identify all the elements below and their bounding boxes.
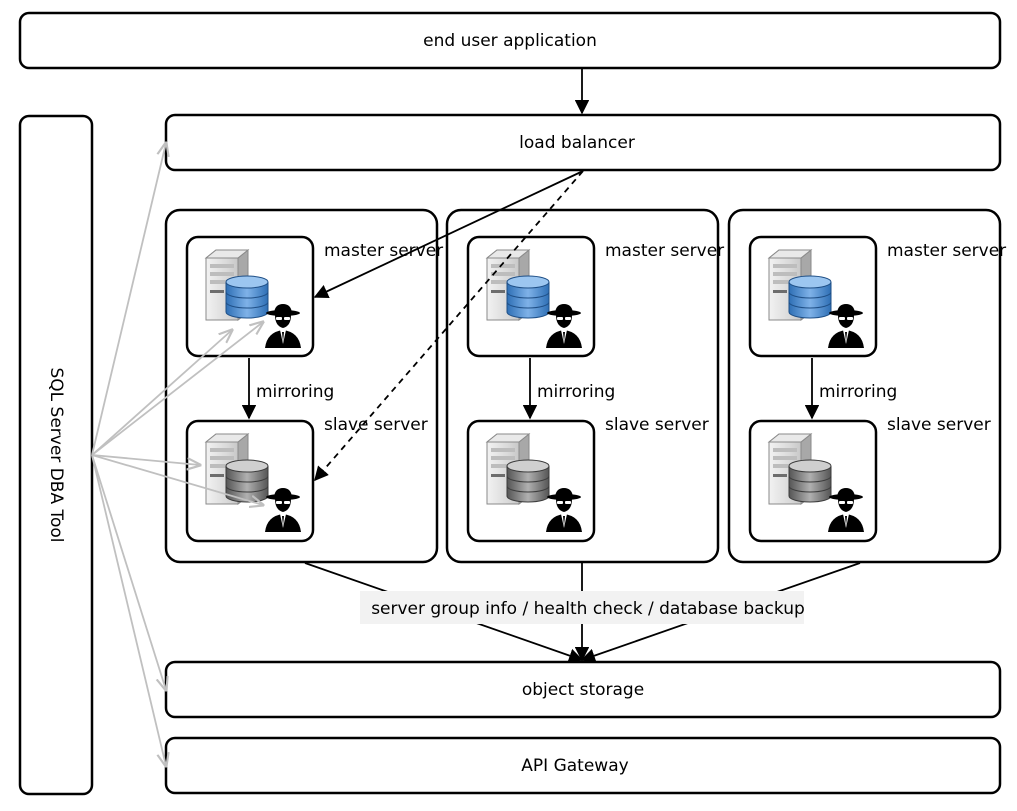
dba-tool-label: SQL Server DBA Tool <box>46 367 66 542</box>
load-balancer-label: load balancer <box>519 133 635 153</box>
dba-to-slave-arrow-1 <box>91 454 200 465</box>
slave-server-label: slave server <box>605 415 709 435</box>
slave-server-label: slave server <box>324 415 428 435</box>
master-server-label: master server <box>605 241 724 261</box>
connector-label-bg <box>360 591 804 624</box>
dba-to-master-arrow-2 <box>91 322 263 456</box>
balancer-to-master-arrow <box>313 170 584 299</box>
dba-tool-arrows <box>91 143 263 766</box>
blue-database-icon <box>506 275 550 319</box>
end-user-application-box <box>18 11 1002 70</box>
end-user-application-label: end user application <box>423 31 597 51</box>
api-gateway-label: API Gateway <box>521 756 628 776</box>
server-group-3: master server mirroring slave server <box>727 208 1006 564</box>
blue-database-icon <box>225 275 269 319</box>
server-group-1: master server mirroring slave server <box>164 208 443 564</box>
server-group-2: master server mirroring slave server <box>445 208 724 564</box>
gray-database-icon <box>506 459 550 503</box>
mirroring-label: mirroring <box>819 382 897 402</box>
dba-to-api-gateway-arrow <box>91 454 166 766</box>
mirroring-label: mirroring <box>537 382 615 402</box>
gray-database-icon <box>788 459 832 503</box>
dba-to-storage-arrow <box>91 454 166 690</box>
connector-label: server group info / health check / datab… <box>371 599 805 619</box>
dba-to-balancer-arrow <box>91 143 166 456</box>
slave-server-label: slave server <box>887 415 991 435</box>
balancer-to-slave-arrow <box>314 170 584 482</box>
dba-to-master-arrow-1 <box>91 330 232 456</box>
master-server-label: master server <box>324 241 443 261</box>
blue-database-icon <box>788 275 832 319</box>
mirroring-label: mirroring <box>256 382 334 402</box>
object-storage-label: object storage <box>522 680 644 700</box>
dba-to-slave-arrow-2 <box>91 454 263 505</box>
master-server-label: master server <box>887 241 1006 261</box>
